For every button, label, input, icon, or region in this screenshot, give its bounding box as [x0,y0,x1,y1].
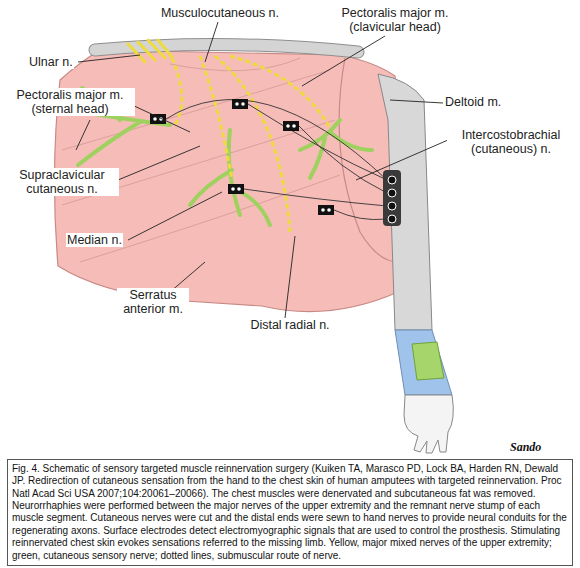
electrode-contact [231,187,235,191]
electrodes [150,99,334,215]
electrode-contact [241,102,245,106]
connector-pin [388,189,396,197]
electrode-contact [235,102,239,106]
yellow-dotted-nerve [200,56,232,180]
leader-line [356,140,448,180]
nerve-label: Distal radial n. [249,318,330,332]
nerve-label: Supraclavicular cutaneous n. [5,168,119,196]
leader-line [78,55,140,62]
nerve-label: Intercostobrachial (cutaneous) n. [447,128,575,156]
wire [334,210,387,220]
artist-signature: Sando [510,440,570,455]
green-nerve [236,190,270,225]
electrode [232,99,248,109]
prosthetic-hand [404,395,453,453]
leader-lines [76,22,448,318]
electrode-contact [286,124,290,128]
muscle-segment-line [170,58,300,71]
electrode [283,121,299,131]
electrode-contact [292,124,296,128]
electrode-wires [166,100,387,220]
nerve-label: Ulnar n. [28,55,74,69]
nerve-label: Musculocutaneous n. [160,6,280,20]
electrode [228,184,244,194]
prosthesis [378,74,453,453]
electrode [318,205,334,215]
leader-line [205,22,218,62]
yellow-dotted-nerve [215,56,290,232]
green-nerve [330,132,372,150]
wire [299,126,387,193]
leader-line [76,120,90,150]
muscle-label: Pectoralis major m. (sternal head) [5,88,135,116]
muscle-label: Serratus anterior m. [117,288,189,316]
electrode-contact [321,208,325,212]
muscle-label: Deltoid m. [444,95,502,109]
wire [166,100,387,180]
prosthetic-forearm [395,330,452,395]
leader-line [118,146,200,180]
mixed-nerves [128,40,330,232]
muscle-label: Pectoralis major m. (clavicular head) [329,6,461,34]
electrode-contact [153,117,157,121]
connector-pin [388,202,396,210]
connector-pin [388,215,396,223]
connector-pin [388,176,396,184]
wire [244,189,387,206]
leader-line [285,236,295,318]
leader-line [128,192,222,240]
sensor-patch [412,342,444,380]
green-nerve [78,122,140,165]
nerve-label: Median n. [66,233,123,247]
ulnar-nerve [128,40,172,62]
muscle-segment-line [80,175,340,262]
prosthetic-socket [378,74,432,330]
green-nerve [190,170,232,205]
leader-line [302,36,385,86]
figure-caption: Fig. 4. Schematic of sensory targeted mu… [7,459,573,566]
wire [248,104,387,180]
leader-line [130,104,190,132]
electrode-contact [327,208,331,212]
electrode [150,114,166,124]
electrode-contact [237,187,241,191]
yellow-dotted-nerve [230,56,330,128]
leader-line [390,100,443,103]
